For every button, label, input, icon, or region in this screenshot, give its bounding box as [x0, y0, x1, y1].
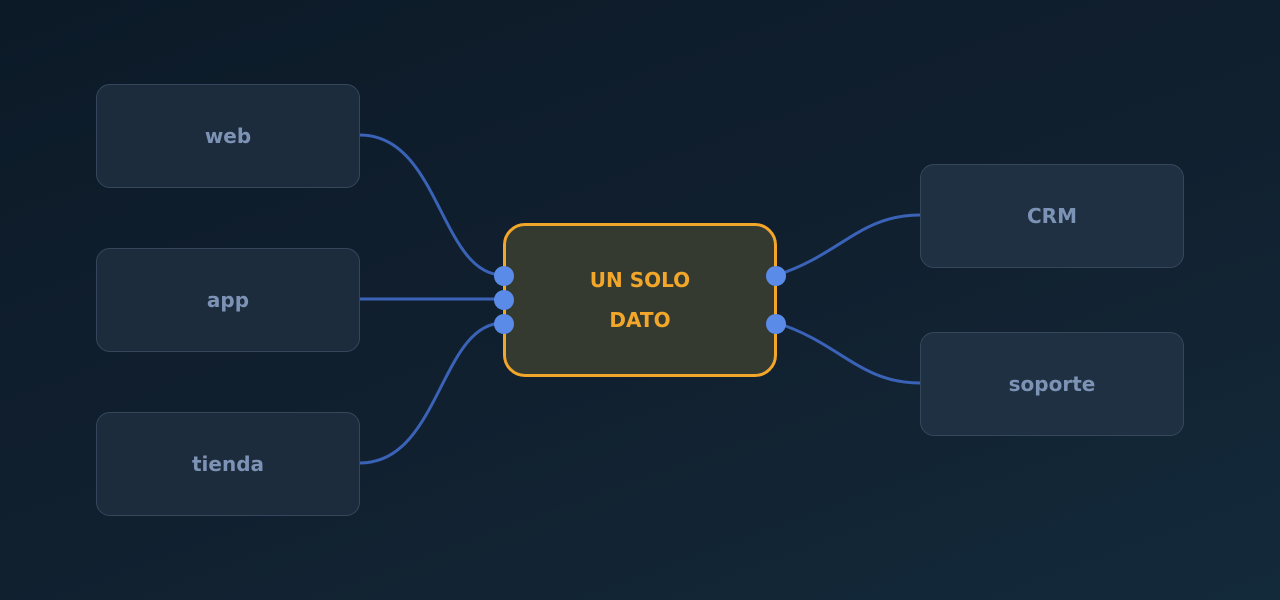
target-label-crm: CRM [1027, 204, 1077, 228]
source-label-web: web [204, 124, 252, 148]
target-node-crm[interactable]: CRM [920, 164, 1184, 268]
source-node-web[interactable]: web [96, 84, 360, 188]
target-node-soporte[interactable]: soporte [920, 332, 1184, 436]
hub-label-line-1: UN SOLO [589, 268, 691, 292]
connector-tienda-hub [358, 321, 505, 465]
hub-label-line-2: DATO [609, 308, 671, 332]
source-label-app: app [206, 288, 250, 312]
hub-output-port-1[interactable] [766, 266, 786, 286]
connector-hub-crm [775, 213, 922, 277]
target-label-soporte: soporte [1008, 372, 1096, 396]
hub-input-port-1[interactable] [494, 266, 514, 286]
connector-web-hub [358, 133, 505, 277]
source-node-tienda[interactable]: tienda [96, 412, 360, 516]
hub-input-port-3[interactable] [494, 314, 514, 334]
connector-hub-soporte [775, 321, 922, 385]
hub-output-port-2[interactable] [766, 314, 786, 334]
source-node-app[interactable]: app [96, 248, 360, 352]
source-label-tienda: tienda [191, 452, 265, 476]
hub-node[interactable]: UN SOLO DATO [503, 223, 777, 377]
hub-input-port-2[interactable] [494, 290, 514, 310]
